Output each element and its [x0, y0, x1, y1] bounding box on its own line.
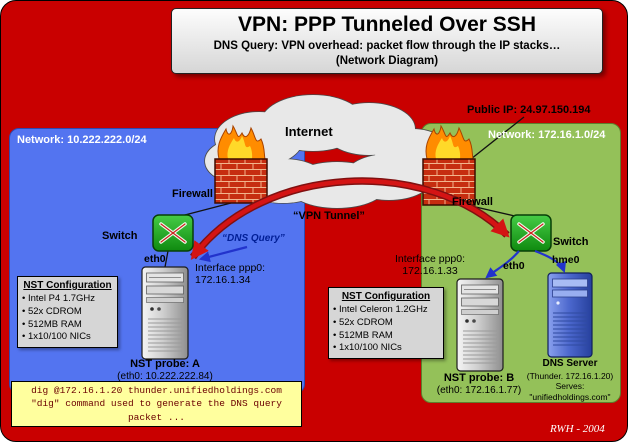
config-a-item: 512MB RAM	[22, 319, 113, 332]
internet-label: Internet	[285, 124, 333, 139]
eth0-left-label: eth0	[144, 253, 166, 265]
network-right-label: Network: 172.16.1.0/24	[488, 129, 606, 141]
probe-b-name: NST probe: B	[443, 372, 515, 384]
config-a-item: Intel P4 1.7GHz	[22, 293, 113, 306]
diagram-title: VPN: PPP Tunneled Over SSH	[238, 13, 536, 36]
dns-query-arrow	[198, 245, 248, 263]
flames-right-icon	[425, 125, 474, 160]
title-box: VPN: PPP Tunneled Over SSH DNS Query: VP…	[171, 8, 603, 74]
nst-config-box-a: NST Configuration Intel P4 1.7GHz 52x CD…	[17, 276, 118, 349]
switch-right-icon	[509, 213, 553, 253]
firewall-left-label: Firewall	[172, 188, 213, 200]
interface-ppp0-left-line1: Interface ppp0:	[195, 262, 266, 274]
diagram-subtitle: DNS Query: VPN overhead: packet flow thr…	[213, 40, 561, 52]
switch-left-icon	[151, 213, 195, 253]
config-a-item: 1x10/100 NICs	[22, 331, 113, 344]
nst-probe-a-server-icon	[141, 266, 189, 360]
config-a-item: 52x CDROM	[22, 306, 113, 319]
dns-server-label: DNS Server (Thunder. 172.16.1.20) Serves…	[514, 358, 626, 402]
interface-ppp0-right-line1: Interface ppp0:	[394, 253, 466, 265]
interface-ppp0-right-ip: 172.16.1.33	[402, 265, 458, 278]
author-credit: RWH - 2004	[550, 423, 605, 435]
public-ip-label: Public IP: 24.97.150.194	[467, 104, 591, 116]
eth0-right-label: eth0	[503, 260, 525, 272]
interface-ppp0-left-ip: 172.16.1.34	[195, 274, 251, 287]
public-ip-pointer-line	[470, 116, 525, 160]
probe-b-ip: (eth0: 172.16.1.77)	[436, 384, 522, 396]
note-command: dig @172.16.1.20 thunder.unifiedholdings…	[31, 385, 282, 396]
switch-left-label: Switch	[102, 230, 138, 242]
config-b-item: Intel Celeron 1.2GHz	[333, 304, 439, 317]
config-b-title: NST Configuration	[341, 291, 431, 302]
vpn-tunnel-arrow	[190, 178, 510, 260]
probe-a-ip: (eth0: 10.222.222.84)	[117, 370, 213, 382]
dns-server-name: DNS Server	[542, 358, 598, 369]
dns-query-label: “DNS Query”	[222, 233, 285, 244]
hme0-label: hme0	[552, 254, 580, 266]
interface-ppp0-left: Interface ppp0: 172.16.1.34	[195, 262, 265, 287]
switch-to-dns-arrow	[534, 249, 567, 274]
config-a-title: NST Configuration	[23, 280, 112, 291]
switch-to-probe-b-arrow	[485, 250, 520, 279]
dns-domain: "unifiedholdings.com"	[529, 391, 611, 402]
interface-ppp0-right: Interface ppp0: 172.16.1.33	[377, 253, 483, 278]
nst-config-box-b: NST Configuration Intel Celeron 1.2GHz 5…	[328, 287, 444, 360]
nst-probe-a-label: NST probe: A (eth0: 10.222.222.84)	[104, 358, 226, 383]
dig-command-note: dig @172.16.1.20 thunder.unifiedholdings…	[11, 381, 302, 427]
diagram-subtitle-2: (Network Diagram)	[335, 55, 439, 67]
nst-probe-b-label: NST probe: B (eth0: 172.16.1.77)	[418, 372, 540, 397]
note-description-2: packet ...	[127, 411, 185, 423]
dns-serves-label: Serves:	[555, 381, 585, 392]
config-b-item: 1x10/100 NICs	[333, 342, 439, 355]
config-b-item: 512MB RAM	[333, 330, 439, 343]
nst-probe-b-server-icon	[456, 278, 504, 372]
vpn-tunnel-label: “VPN Tunnel”	[293, 210, 365, 222]
firewall-right-label: Firewall	[452, 196, 493, 208]
dns-server-host: (Thunder. 172.16.1.20)	[526, 370, 614, 381]
dns-server-icon	[547, 272, 593, 358]
network-left-label: Network: 10.222.222.0/24	[17, 134, 147, 146]
note-description: "dig" command used to generate the DNS q…	[31, 398, 282, 410]
firewall-left-icon	[214, 158, 268, 204]
switch-right-label: Switch	[553, 236, 589, 248]
config-b-item: 52x CDROM	[333, 317, 439, 330]
probe-a-name: NST probe: A	[130, 358, 200, 370]
